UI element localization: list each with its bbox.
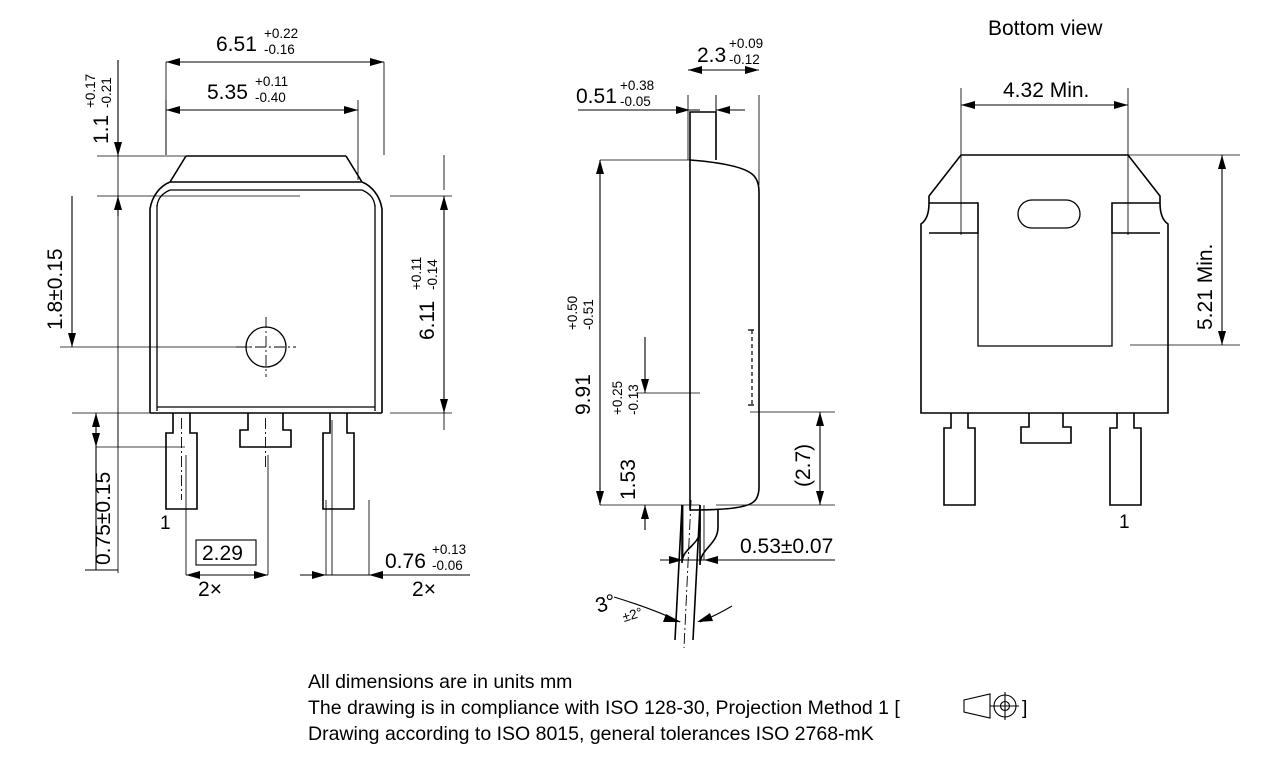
dim-front-shoulder-height: 1.1 +0.17 -0.21 [83,60,122,216]
dim-front-lead-pitch: 2.29 2× [186,539,268,601]
bottom-view-title: Bottom view [988,17,1103,40]
dim-side-lead-thickness: 0.53±0.07 [660,535,835,564]
dim-0.75-value: 0.75±0.15 [92,472,115,565]
dim-0.51-minus: -0.05 [620,94,651,109]
dim-3deg-tol: ±2° [620,605,644,625]
note-line-1: All dimensions are in units mm [308,671,572,693]
front-view-leads [165,413,355,510]
dim-2.29-value: 2.29 [202,542,243,565]
dim-front-lead-width: 0.76 +0.13 -0.06 2× [300,542,470,601]
dim-2.3-minus: -0.12 [729,52,760,67]
dim-1.53-plus: +0.25 [610,381,625,415]
front-view-pin1-label: 1 [160,513,171,534]
dim-front-width-overall: 6.51 +0.22 -0.16 [166,26,384,66]
notes-block: All dimensions are in units mm The drawi… [308,671,1027,745]
dim-side-tab-thickness: 0.51 +0.38 -0.05 [576,78,700,114]
front-view-extension-lines [60,60,452,575]
dim-bottom-width-min: 4.32 Min. [961,79,1128,109]
bottom-view: Bottom view 1 [920,17,1240,533]
bottom-view-body [920,154,1169,414]
dim-6.51-plus: +0.22 [264,26,298,41]
dim-9.91-plus: +0.50 [565,296,580,330]
bottom-view-leads [943,413,1142,506]
dim-6.51-value: 6.51 [216,33,257,56]
dim-9.91-minus: -0.51 [581,299,596,330]
front-view-body [149,155,383,414]
dim-6.11-minus: -0.14 [425,259,440,290]
dim-side-body-thickness: 2.3 +0.09 -0.12 [688,36,763,74]
dim-side-thickness-inner-arrow [715,95,745,115]
dim-2.3-plus: +0.09 [729,36,763,51]
dim-5.35-value: 5.35 [207,81,248,104]
dim-side-lead-angle: 3° ±2° [593,590,733,625]
dim-5.35-plus: +0.11 [255,74,288,89]
dim-1.1-plus: +0.17 [83,74,98,108]
dim-4.32-value: 4.32 Min. [1003,79,1089,102]
dim-front-hole-offset: 1.8±0.15 [44,196,76,347]
dim-side-total-height: 9.91 +0.50 -0.51 [565,160,604,505]
dim-9.91-value: 9.91 [572,374,595,415]
dim-6.11-value: 6.11 [416,301,439,340]
dim-1.8-value: 1.8±0.15 [44,248,67,330]
dim-1.53-minus: -0.13 [626,384,641,415]
dim-1.1-value: 1.1 [90,115,113,144]
dim-3deg-value: 3° [593,590,619,618]
dim-0.76-minus: -0.06 [432,558,463,573]
side-view-body [689,111,760,511]
dim-2.7-value: (2.7) [792,444,815,487]
dim-0.53-value: 0.53±0.07 [740,535,833,558]
dim-1.53-value: 1.53 [617,459,640,500]
front-view: 6.51 +0.22 -0.16 5.35 +0.11 -0.40 1.1 +0… [44,26,470,601]
bottom-view-slot [1017,199,1081,229]
first-angle-projection-symbol [963,692,1019,720]
dim-2.3-value: 2.3 [697,44,726,67]
dim-side-lead-span-ref: (2.7) [792,412,824,505]
dim-5.21-value: 5.21 Min. [1194,244,1217,330]
dim-0.51-plus: +0.38 [620,78,654,93]
bottom-view-pin1-label: 1 [1119,512,1130,533]
note-line-3: Drawing according to ISO 8015, general t… [308,723,874,745]
dim-side-standoff: 1.53 +0.25 -0.13 [610,337,649,530]
dim-bottom-height-min: 5.21 Min. [1194,155,1226,345]
dim-front-body-height: 6.11 +0.11 -0.14 [409,196,448,413]
dim-front-width-body: 5.35 +0.11 -0.40 [166,74,358,114]
note-line-2-suffix: ] [1022,697,1027,719]
dim-5.35-minus: -0.40 [255,90,286,105]
dim-0.76-value: 0.76 [385,550,426,573]
mounting-hole [236,317,296,377]
dim-6.51-minus: -0.16 [264,42,295,57]
side-view-lead [674,499,719,649]
dim-0.76-qty: 2× [412,578,436,601]
dim-front-lead-neck: 0.75±0.15 [85,413,118,571]
note-line-2: The drawing is in compliance with ISO 12… [308,697,900,719]
side-view: 0.51 +0.38 -0.05 2.3 +0.09 -0.12 9.91 +0… [565,36,835,649]
dim-0.51-value: 0.51 [576,85,617,108]
dim-6.11-plus: +0.11 [409,257,424,290]
dim-0.76-plus: +0.13 [432,542,466,557]
dim-2.29-qty: 2× [198,578,222,601]
dim-1.1-minus: -0.21 [99,77,114,108]
